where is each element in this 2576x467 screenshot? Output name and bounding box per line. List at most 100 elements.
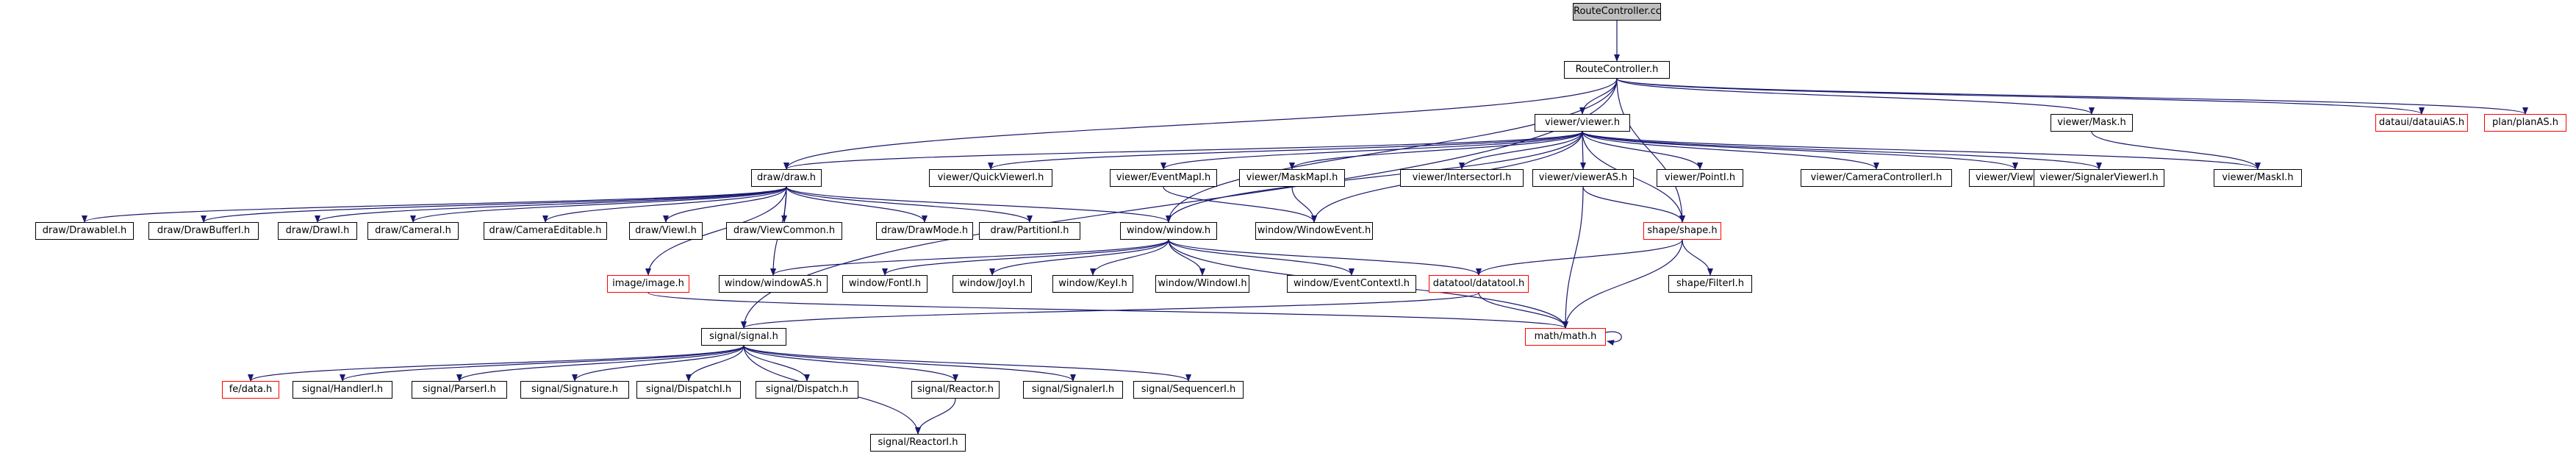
edge-window-to-windowAS — [770, 239, 1169, 276]
edge-draw-to-partition — [786, 186, 1033, 223]
node-viewer-mask-i-h[interactable]: viewer/MaskI.h — [2214, 169, 2302, 187]
edge-signal-to-parser — [456, 345, 745, 382]
node-draw-partition-i-h[interactable]: draw/PartitionI.h — [979, 222, 1080, 240]
node-window-key-i-h[interactable]: window/KeyI.h — [1052, 275, 1133, 293]
node-signal-reactor-i-h[interactable]: signal/ReactorI.h — [870, 434, 966, 452]
edge-reactor-to-reactorI — [915, 398, 956, 435]
edge-draw-to-camera — [410, 186, 787, 223]
edge-shape-to-filterI — [1682, 239, 1713, 276]
edge-datatool-to-signal — [741, 292, 1479, 329]
edge-math-to-math — [1605, 331, 1622, 346]
edge-viewerAS-to-shape — [1582, 186, 1685, 223]
node-draw-draw-h[interactable]: draw/draw.h — [751, 169, 822, 187]
node-math-math-h[interactable]: math/math.h — [1525, 328, 1606, 346]
edge-eventmap-to-windowevent — [1163, 186, 1317, 223]
edge-draw-to-drawI — [315, 186, 787, 223]
node-viewer-intersector-i-h[interactable]: viewer/IntersectorI.h — [1400, 169, 1524, 187]
edge-viewerAS-to-math — [1563, 186, 1584, 329]
node-signal-sequencer-i-h[interactable]: signal/SequencerI.h — [1133, 381, 1244, 399]
node-window-event-context-i-h[interactable]: window/EventContextI.h — [1287, 275, 1416, 293]
edge-viewer-to-maskI — [1582, 131, 2261, 170]
node-viewer-viewer-h[interactable]: viewer/viewer.h — [1535, 114, 1630, 132]
edge-viewer-to-pointi — [1582, 131, 1703, 170]
edge-routeh-to-dataui — [1616, 78, 2425, 115]
node-draw-camera-editable-h[interactable]: draw/CameraEditable.h — [484, 222, 607, 240]
edge-routeh-to-mask — [1616, 78, 2095, 115]
node-draw-view-i-h[interactable]: draw/ViewI.h — [629, 222, 703, 240]
node-dataui-dataui-as-h[interactable]: dataui/datauiAS.h — [2375, 114, 2468, 132]
node-signal-dispatch-h[interactable]: signal/Dispatch.h — [756, 381, 858, 399]
edge-signal-to-reactor — [743, 345, 958, 382]
node-draw-draw-i-h[interactable]: draw/DrawI.h — [278, 222, 357, 240]
node-draw-drawable-i-h[interactable]: draw/DrawableI.h — [35, 222, 134, 240]
edge-routeh-to-window — [1166, 78, 1618, 223]
edge-viewer-to-window — [1166, 131, 1583, 223]
edge-routeh-to-draw — [783, 78, 1618, 170]
edge-window-to-eventctx — [1168, 239, 1355, 276]
edge-signal-to-dispatchI — [686, 345, 745, 382]
node-datatool-datatool-h[interactable]: datatool/datatool.h — [1429, 275, 1529, 293]
edge-signal-to-dispatch — [743, 345, 810, 382]
node-draw-camera-i-h[interactable]: draw/CameraI.h — [367, 222, 459, 240]
node-signal-signal-h[interactable]: signal/signal.h — [701, 328, 786, 346]
node-window-window-event-h[interactable]: window/WindowEvent.h — [1255, 222, 1373, 240]
node-viewer-signaler-viewer-i-h[interactable]: viewer/SignalerViewerI.h — [2034, 169, 2164, 187]
node-viewer-mask-h[interactable]: viewer/Mask.h — [2051, 114, 2133, 132]
edge-datatool-to-math — [1478, 292, 1568, 329]
edge-routeh-to-plan — [1616, 78, 2528, 115]
node-signal-signature-h[interactable]: signal/Signature.h — [520, 381, 629, 399]
node-shape-shape-h[interactable]: shape/shape.h — [1643, 222, 1721, 240]
node-window-window-i-h[interactable]: window/WindowI.h — [1155, 275, 1249, 293]
edge-viewer-to-maskmap — [1289, 131, 1583, 170]
edge-draw-to-drawmode — [786, 186, 928, 223]
edge-viewer-to-camctrl — [1582, 131, 1879, 170]
node-plan-plan-as-h[interactable]: plan/planAS.h — [2484, 114, 2566, 132]
node-window-window-h[interactable]: window/window.h — [1120, 222, 1217, 240]
edge-draw-to-drawable — [82, 186, 787, 223]
edge-routeh-to-shape — [1616, 78, 1685, 223]
edge-window-to-joyI — [989, 239, 1169, 276]
edge-signal-to-sequencer — [743, 345, 1191, 382]
node-draw-draw-mode-h[interactable]: draw/DrawMode.h — [876, 222, 973, 240]
edge-signal-to-handler — [340, 345, 745, 382]
edge-maskmap-to-windowevent — [1291, 186, 1317, 223]
edge-draw-to-drawbuffer — [201, 186, 787, 223]
node-route-controller-h[interactable]: RouteController.h — [1564, 61, 1670, 79]
edge-window-to-datatool — [1168, 239, 1482, 276]
edge-window-to-windowI — [1168, 239, 1205, 276]
node-viewer-viewer-as-h[interactable]: viewer/viewerAS.h — [1532, 169, 1634, 187]
edge-draw-to-cameditable — [542, 186, 787, 223]
edge-viewer-to-signalerviewer — [1582, 131, 2102, 170]
node-signal-parser-i-h[interactable]: signal/ParserI.h — [412, 381, 507, 399]
node-viewer-camera-controller-i-h[interactable]: viewer/CameraControllerI.h — [1801, 169, 1952, 187]
node-viewer-event-map-i-h[interactable]: viewer/EventMapI.h — [1110, 169, 1217, 187]
node-signal-reactor-h[interactable]: signal/Reactor.h — [911, 381, 1000, 399]
node-signal-signaler-i-h[interactable]: signal/SignalerI.h — [1023, 381, 1123, 399]
node-draw-view-common-h[interactable]: draw/ViewCommon.h — [726, 222, 842, 240]
edge-signal-to-fedata — [248, 345, 745, 382]
edge-signal-to-signaler — [743, 345, 1076, 382]
edge-viewer-to-quickviewer — [988, 131, 1583, 170]
edge-draw-to-viewI — [663, 186, 787, 223]
node-signal-dispatch-i-h[interactable]: signal/DispatchI.h — [636, 381, 741, 399]
edge-viewer-to-draw — [783, 131, 1583, 170]
node-viewer-mask-map-i-h[interactable]: viewer/MaskMapI.h — [1239, 169, 1345, 187]
edge-draw-to-image — [645, 186, 787, 276]
edge-window-to-keyI — [1090, 239, 1169, 276]
node-shape-filter-i-h[interactable]: shape/FilterI.h — [1668, 275, 1752, 293]
node-window-window-as-h[interactable]: window/windowAS.h — [719, 275, 828, 293]
node-signal-handler-i-h[interactable]: signal/HandlerI.h — [293, 381, 392, 399]
edge-viewer-to-eventmap — [1160, 131, 1583, 170]
node-viewer-point-i-h[interactable]: viewer/PointI.h — [1657, 169, 1743, 187]
node-window-font-i-h[interactable]: window/FontI.h — [842, 275, 928, 293]
edge-draw-to-window — [786, 186, 1172, 223]
edge-viewer-to-intersector — [1459, 131, 1583, 170]
node-draw-draw-buffer-i-h[interactable]: draw/DrawBufferI.h — [148, 222, 259, 240]
edge-shape-to-datatool — [1476, 239, 1683, 276]
node-viewer-quick-viewer-i-h[interactable]: viewer/QuickViewerI.h — [929, 169, 1052, 187]
node-fe-data-h[interactable]: fe/data.h — [222, 381, 279, 399]
node-image-image-h[interactable]: image/image.h — [607, 275, 689, 293]
node-window-joy-i-h[interactable]: window/JoyI.h — [952, 275, 1032, 293]
